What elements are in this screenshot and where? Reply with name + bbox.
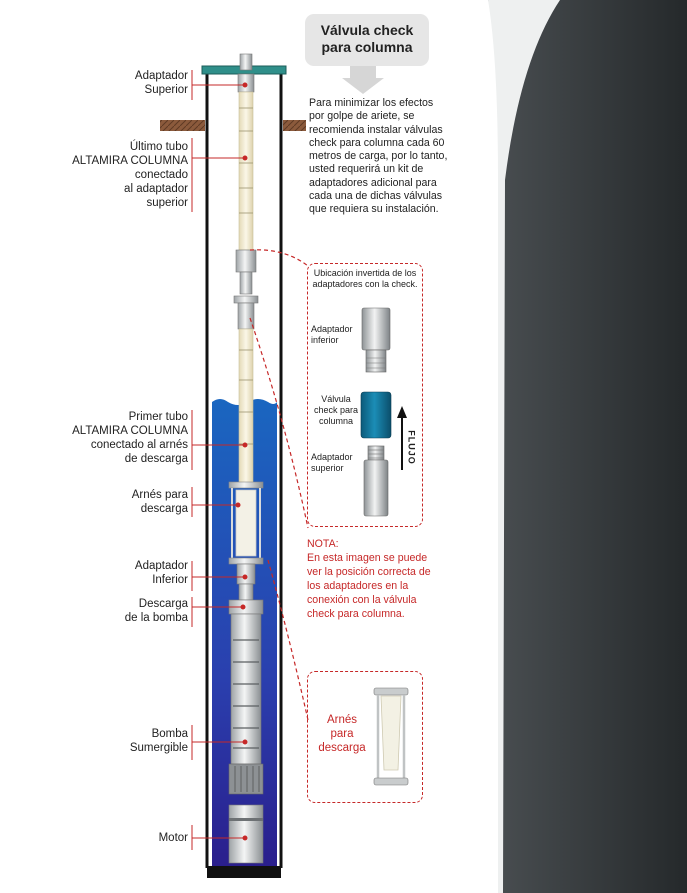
label-line: Primer tubo bbox=[128, 411, 188, 423]
label-line: Adaptador bbox=[134, 560, 188, 572]
inset-adaptor-location bbox=[307, 263, 423, 527]
discharge-harness bbox=[228, 481, 264, 565]
inset-title: Ubicación invertida de los adaptadores c… bbox=[312, 268, 418, 289]
callout-title-line2: para columna bbox=[321, 39, 413, 55]
inset-label-adaptador-superior: Adaptador superior bbox=[311, 452, 353, 473]
inset-label-valvula: Válvula check para columna bbox=[313, 394, 359, 426]
inset-parts-illustration bbox=[360, 307, 407, 517]
inset-label-adaptador-inferior: Adaptador inferior bbox=[311, 324, 353, 345]
check-valve-description: Para minimizar los efectos por golpe de … bbox=[309, 97, 448, 216]
note-heading: NOTA: bbox=[307, 538, 339, 550]
label-adaptador-superior: Adaptador Superior bbox=[90, 69, 188, 97]
label-primer-tubo: Primer tubo ALTAMIRA COLUMNA conectado a… bbox=[40, 410, 188, 466]
label-line: Último tubo bbox=[129, 141, 188, 153]
pump-body bbox=[228, 599, 264, 795]
first-pipe bbox=[238, 328, 254, 485]
label-ultimo-tubo: Último tubo ALTAMIRA COLUMNA conectado a… bbox=[48, 140, 188, 210]
label-line: de la bomba bbox=[124, 612, 188, 624]
inset-arnes bbox=[307, 671, 423, 803]
label-line: conectado bbox=[134, 169, 188, 181]
label-descarga-bomba: Descarga de la bomba bbox=[90, 597, 188, 625]
label-bomba: Bomba Sumergible bbox=[90, 727, 188, 755]
label-motor: Motor bbox=[90, 831, 188, 845]
label-line: ALTAMIRA COLUMNA bbox=[72, 425, 188, 437]
label-line: superior bbox=[146, 197, 188, 209]
flow-label: FLUJO bbox=[406, 430, 417, 465]
note-block: NOTA: En esta imagen se puede ver la pos… bbox=[307, 537, 437, 621]
label-adaptador-inferior: Adaptador Inferior bbox=[90, 559, 188, 587]
label-arnes: Arnés para descarga bbox=[90, 488, 188, 516]
inset-arnes-label: Arnés para descarga bbox=[310, 713, 374, 755]
label-line: Sumergible bbox=[129, 742, 188, 754]
label-line: conectado al arnés bbox=[90, 439, 188, 451]
label-line: Adaptador bbox=[134, 70, 188, 82]
bubble-arrow bbox=[342, 66, 384, 94]
label-line: Arnés para bbox=[131, 489, 188, 501]
inset-harness-illustration bbox=[373, 687, 409, 786]
inset-adaptador-inferior-part bbox=[361, 307, 391, 373]
last-pipe bbox=[238, 91, 254, 251]
label-line: descarga bbox=[140, 503, 188, 515]
check-valve-callout-title: Válvula check para columna bbox=[305, 14, 429, 66]
label-line: ALTAMIRA COLUMNA bbox=[72, 155, 188, 167]
callout-title-line1: Válvula check bbox=[320, 22, 414, 38]
label-line: al adaptador bbox=[124, 183, 188, 195]
inset-check-valve-part bbox=[360, 391, 392, 439]
label-line: Arnés bbox=[326, 714, 358, 726]
inset-adaptador-superior-part bbox=[363, 445, 389, 517]
flow-arrow-icon bbox=[397, 406, 407, 470]
label-line: de descarga bbox=[124, 453, 188, 465]
ground-left bbox=[160, 120, 205, 131]
label-line: Motor bbox=[158, 832, 188, 844]
note-text: En esta imagen se puede ver la posición … bbox=[307, 552, 431, 620]
ground-right bbox=[283, 120, 306, 131]
label-line: Bomba bbox=[151, 728, 188, 740]
motor bbox=[228, 804, 264, 864]
label-line: Superior bbox=[144, 84, 188, 96]
label-line: descarga bbox=[318, 742, 366, 754]
label-line: Inferior bbox=[152, 574, 188, 586]
label-line: para bbox=[330, 728, 354, 740]
label-line: Descarga bbox=[138, 598, 188, 610]
